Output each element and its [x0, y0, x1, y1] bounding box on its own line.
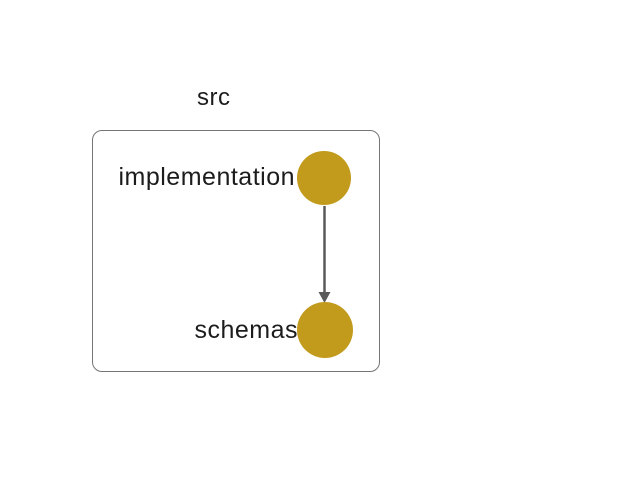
- cluster-box-src: [92, 130, 380, 372]
- node-circle-implementation: [297, 151, 351, 205]
- node-circle-schemas: [297, 302, 353, 358]
- node-label-implementation: implementation: [118, 163, 295, 191]
- cluster-label-src: src: [197, 84, 231, 111]
- node-label-schemas: schemas: [194, 316, 298, 344]
